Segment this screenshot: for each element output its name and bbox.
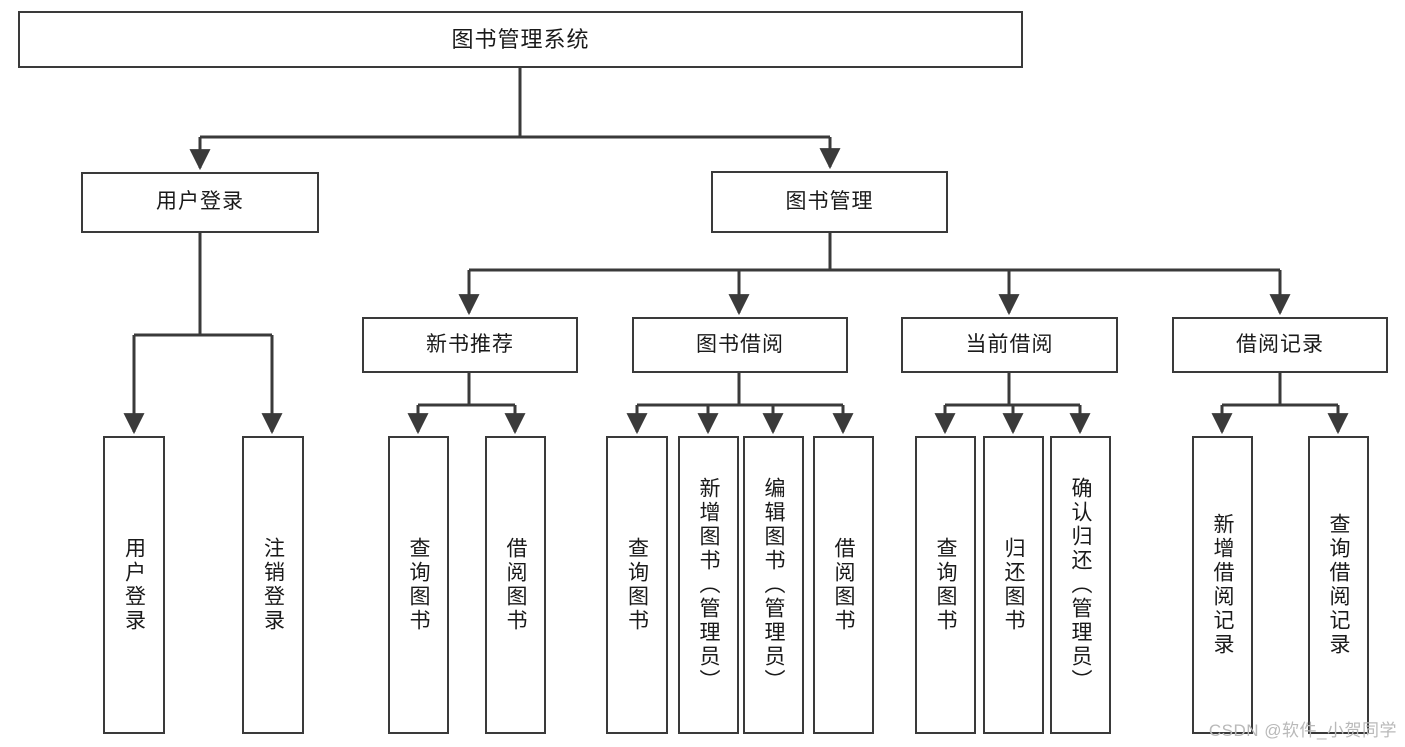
leaf-query-borrow-record-label: 查询借阅记录 xyxy=(1327,513,1350,657)
node-root-system[interactable]: 图书管理系统 xyxy=(18,11,1023,68)
watermark: CSDN @软件_小贺同学 xyxy=(1208,721,1397,740)
node-user-login[interactable]: 用户登录 xyxy=(81,172,319,233)
leaf-add-borrow-record[interactable]: 新增借阅记录 xyxy=(1192,436,1253,734)
leaf-confirm-return-admin[interactable]: 确认归还（管理员） xyxy=(1050,436,1111,734)
leaf-confirm-return-admin-label: 确认归还（管理员） xyxy=(1069,477,1092,693)
leaf-query-book-current-label: 查询图书 xyxy=(934,537,957,633)
node-book-manage-label: 图书管理 xyxy=(785,189,874,213)
node-borrow-record-label: 借阅记录 xyxy=(1236,332,1324,356)
leaf-return-book[interactable]: 归还图书 xyxy=(983,436,1044,734)
node-new-book-recommend-label: 新书推荐 xyxy=(426,332,514,356)
node-current-borrow-label: 当前借阅 xyxy=(965,332,1054,356)
leaf-logout-login[interactable]: 注销登录 xyxy=(242,436,304,734)
leaf-user-login-label: 用户登录 xyxy=(122,537,146,633)
leaf-logout-login-label: 注销登录 xyxy=(261,537,285,633)
leaf-query-book-borrow[interactable]: 查询图书 xyxy=(606,436,668,734)
leaf-query-book-borrow-label: 查询图书 xyxy=(625,537,649,633)
leaf-borrow-book-new-label: 借阅图书 xyxy=(504,537,527,633)
leaf-query-book-current[interactable]: 查询图书 xyxy=(915,436,976,734)
node-book-manage[interactable]: 图书管理 xyxy=(711,171,948,233)
leaf-borrow-book[interactable]: 借阅图书 xyxy=(813,436,874,734)
leaf-user-login[interactable]: 用户登录 xyxy=(103,436,165,734)
node-user-login-label: 用户登录 xyxy=(156,190,244,214)
node-book-borrow[interactable]: 图书借阅 xyxy=(632,317,848,373)
leaf-borrow-book-label: 借阅图书 xyxy=(832,537,855,633)
leaf-query-book-new-label: 查询图书 xyxy=(407,537,430,633)
leaf-return-book-label: 归还图书 xyxy=(1002,537,1025,633)
node-borrow-record[interactable]: 借阅记录 xyxy=(1172,317,1388,373)
node-root-system-label: 图书管理系统 xyxy=(451,26,590,52)
leaf-add-book-admin[interactable]: 新增图书（管理员） xyxy=(678,436,739,734)
leaf-query-book-new[interactable]: 查询图书 xyxy=(388,436,449,734)
leaf-add-book-admin-label: 新增图书（管理员） xyxy=(697,477,720,693)
leaf-edit-book-admin[interactable]: 编辑图书（管理员） xyxy=(743,436,804,734)
node-new-book-recommend[interactable]: 新书推荐 xyxy=(362,317,578,373)
node-book-borrow-label: 图书借阅 xyxy=(696,332,784,356)
leaf-query-borrow-record[interactable]: 查询借阅记录 xyxy=(1308,436,1369,734)
node-current-borrow[interactable]: 当前借阅 xyxy=(901,317,1118,373)
leaf-borrow-book-new[interactable]: 借阅图书 xyxy=(485,436,546,734)
leaf-edit-book-admin-label: 编辑图书（管理员） xyxy=(762,477,785,693)
leaf-add-borrow-record-label: 新增借阅记录 xyxy=(1211,513,1234,657)
